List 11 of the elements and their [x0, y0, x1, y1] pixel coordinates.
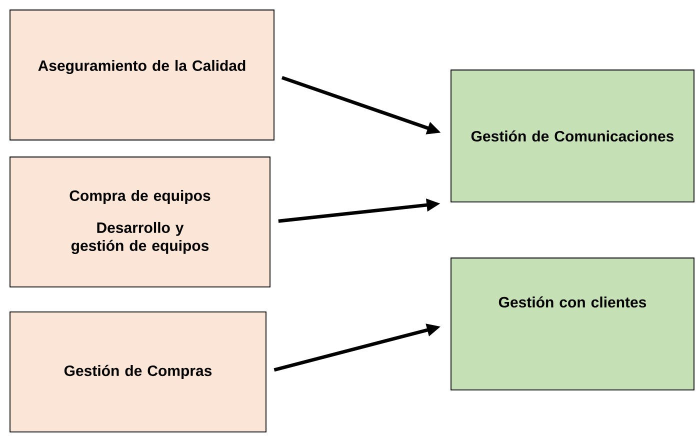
process-box	[450, 70, 694, 202]
node-label: Gestión con clientes	[498, 296, 646, 308]
process-box	[10, 156, 270, 288]
node-label: Gestión de Compras	[64, 364, 212, 380]
node-label: Compra de equipos	[70, 190, 210, 204]
node-label: Desarrollo y gestión de equipos	[71, 222, 209, 254]
node-label: Gestión de Comunicaciones	[471, 130, 674, 142]
process-box	[10, 10, 274, 140]
node-label: Aseguramiento de la Calidad	[38, 60, 246, 74]
process-box	[450, 258, 694, 390]
process-box	[10, 312, 266, 432]
